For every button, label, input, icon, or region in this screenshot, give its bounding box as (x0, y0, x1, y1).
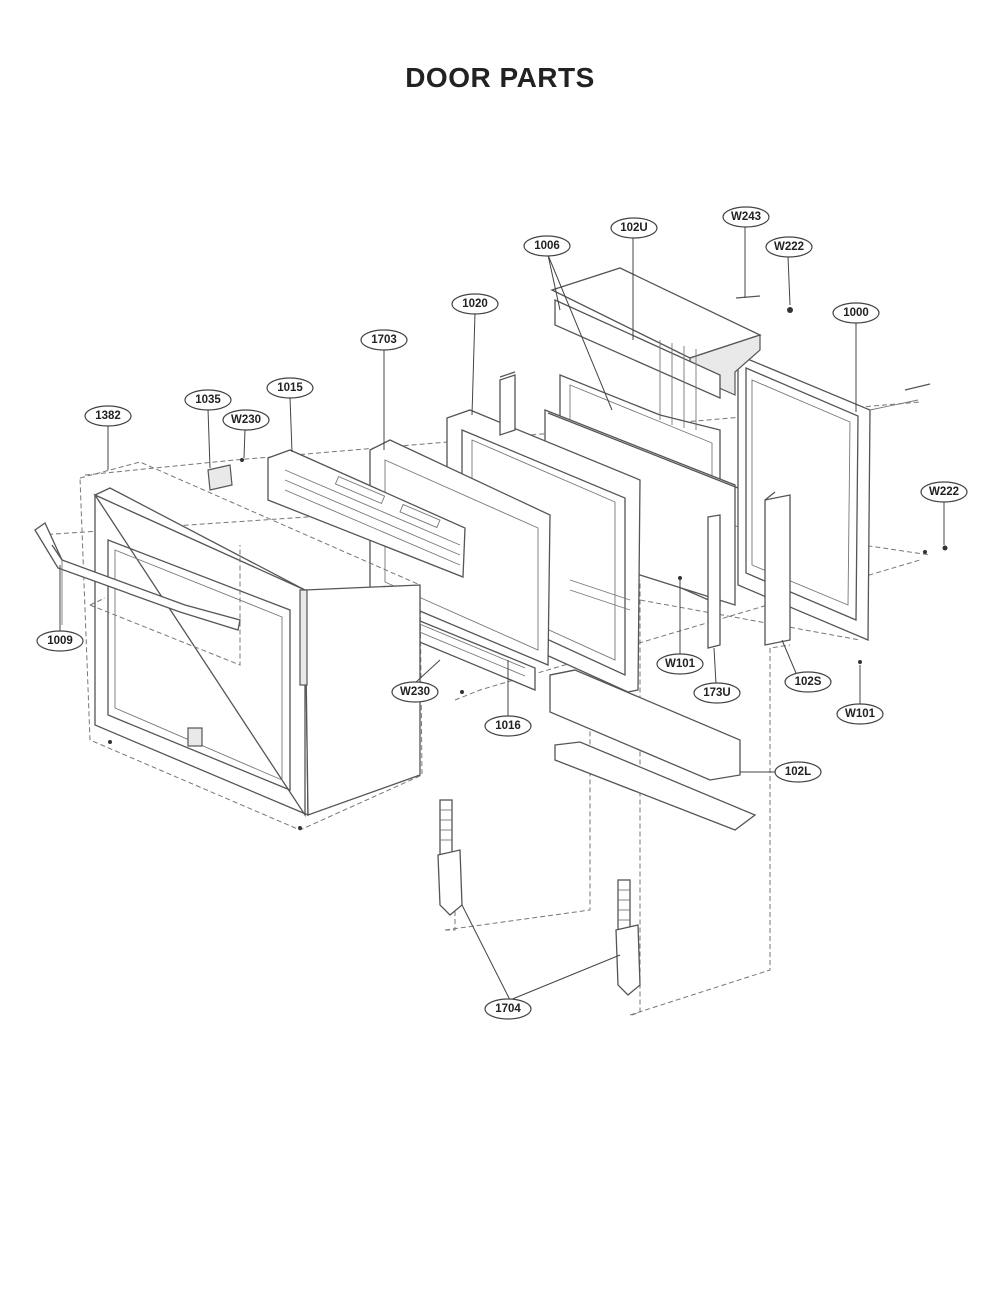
part-1000-outer-frame (729, 354, 919, 641)
part-102s-side-insulation (764, 491, 791, 646)
svg-text:1015: 1015 (277, 382, 303, 394)
svg-text:173U: 173U (703, 687, 731, 699)
part-1382-door-panel (79, 461, 423, 831)
svg-text:1009: 1009 (47, 635, 73, 647)
part-1015-vent-panel (267, 449, 466, 578)
svg-text:W222: W222 (929, 486, 959, 498)
svg-text:1704: 1704 (495, 1003, 521, 1015)
callout-w222-right: W222 (920, 481, 968, 503)
part-1009-handle (34, 522, 241, 631)
page-title: DOOR PARTS (405, 62, 595, 93)
svg-text:102L: 102L (785, 766, 811, 778)
svg-text:102U: 102U (620, 222, 648, 234)
svg-text:W222: W222 (774, 241, 804, 253)
part-102l-lower-insulation (549, 669, 757, 831)
part-1035-hinge-bracket (207, 464, 233, 491)
part-1704-hinge-right (615, 879, 641, 996)
callout-1703: 1703 (360, 329, 408, 351)
svg-text:1035: 1035 (195, 394, 221, 406)
svg-text:W101: W101 (845, 708, 876, 720)
svg-text:1020: 1020 (462, 298, 488, 310)
callout-1000: 1000 (832, 302, 880, 324)
callout-w230-top: W230 (222, 409, 270, 431)
svg-text:W230: W230 (400, 686, 430, 698)
callout-w101-mid: W101 (656, 653, 704, 675)
callout-w222-top: W222 (765, 236, 813, 258)
callout-w101-right: W101 (836, 703, 884, 725)
callout-102l: 102L (774, 761, 822, 783)
svg-text:1016: 1016 (495, 720, 521, 732)
part-1704-hinge-left (437, 799, 463, 916)
callout-1020: 1020 (451, 293, 499, 315)
leader-lines (59, 227, 945, 1001)
fasteners (108, 295, 948, 830)
callout-1704: 1704 (484, 998, 532, 1020)
svg-text:1703: 1703 (371, 334, 397, 346)
callout-1009: 1009 (36, 630, 84, 652)
callout-1035: 1035 (184, 389, 232, 411)
svg-text:W230: W230 (231, 414, 261, 426)
svg-text:W101: W101 (665, 658, 696, 670)
callout-1006: 1006 (523, 235, 571, 257)
callout-1382: 1382 (84, 405, 132, 427)
callout-173u: 173U (693, 682, 741, 704)
callout-labels: W243 102U 1006 W222 1020 1000 1703 1015 (36, 206, 968, 1020)
callout-w230-bottom: W230 (391, 681, 439, 703)
svg-text:1000: 1000 (843, 307, 869, 319)
svg-text:1006: 1006 (534, 240, 560, 252)
callout-1016: 1016 (484, 715, 532, 737)
svg-text:1382: 1382 (95, 410, 121, 422)
svg-text:102S: 102S (795, 676, 822, 688)
svg-text:W243: W243 (731, 211, 761, 223)
callout-102s: 102S (784, 671, 832, 693)
callout-w243: W243 (722, 206, 770, 228)
part-173u-strip (707, 514, 721, 649)
callout-102u: 102U (610, 217, 658, 239)
part-102u-upper-insulation (550, 267, 762, 399)
callout-1015: 1015 (266, 377, 314, 399)
